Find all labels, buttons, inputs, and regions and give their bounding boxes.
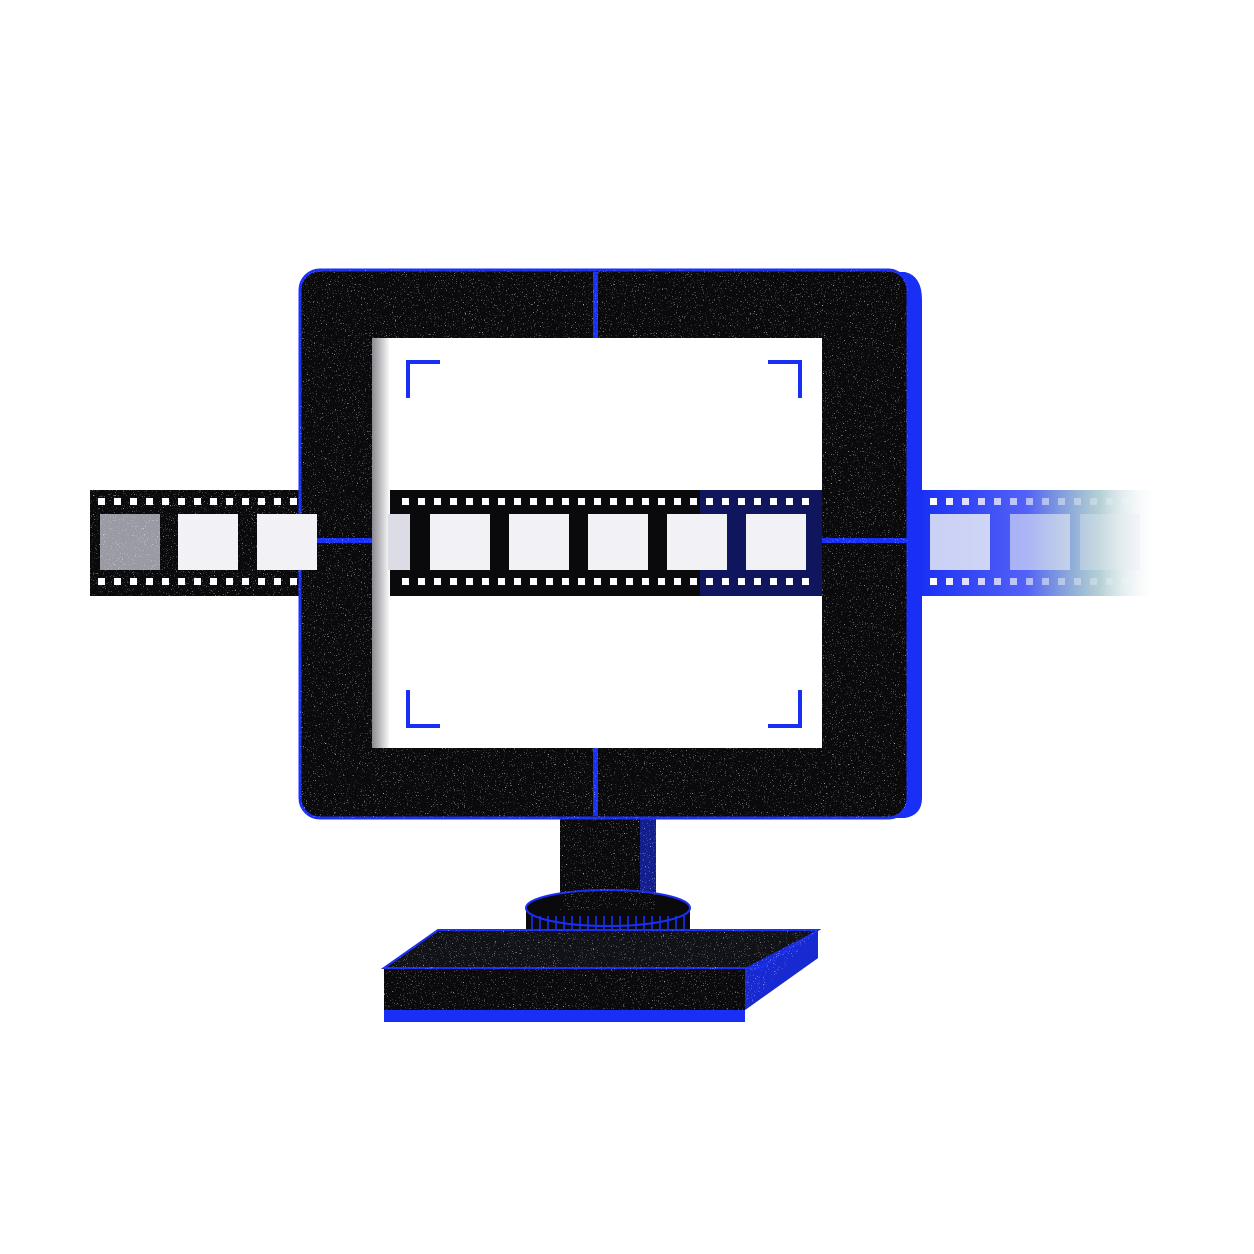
film-sprocket-hole xyxy=(1026,578,1033,585)
film-sprocket-hole xyxy=(978,578,985,585)
film-sprocket-hole xyxy=(754,578,761,585)
film-sprocket-hole xyxy=(978,498,985,505)
film-sprocket-hole xyxy=(1042,498,1049,505)
film-sprocket-hole xyxy=(1010,498,1017,505)
film-sprocket-hole xyxy=(690,498,697,505)
film-sprocket-hole xyxy=(402,498,409,505)
film-sprocket-hole xyxy=(562,498,569,505)
film-sprocket-hole xyxy=(946,498,953,505)
film-sprocket-hole xyxy=(482,498,489,505)
viewfinder-corner-bottom-left xyxy=(406,690,440,728)
film-frame xyxy=(588,514,648,570)
film-sprocket-hole xyxy=(994,498,1001,505)
film-sprocket-hole xyxy=(802,498,809,505)
film-sprocket-hole xyxy=(1122,578,1129,585)
film-sprocket-hole xyxy=(562,578,569,585)
film-frame xyxy=(1010,514,1070,570)
film-sprocket-hole xyxy=(1074,578,1081,585)
film-sprocket-hole xyxy=(466,498,473,505)
film-sprocket-hole xyxy=(674,578,681,585)
film-sprocket-hole xyxy=(498,498,505,505)
film-sprocket-hole xyxy=(722,578,729,585)
film-sprocket-hole xyxy=(418,578,425,585)
film-sprocket-hole xyxy=(642,578,649,585)
film-sprocket-hole xyxy=(642,498,649,505)
viewfinder-corner-top-right xyxy=(768,360,802,398)
film-sprocket-hole xyxy=(402,578,409,585)
film-frame xyxy=(930,514,990,570)
speckle-texture xyxy=(90,270,908,1010)
film-sprocket-hole xyxy=(786,498,793,505)
film-sprocket-hole xyxy=(626,578,633,585)
film-frame xyxy=(1080,514,1140,570)
film-sprocket-hole xyxy=(434,578,441,585)
film-sprocket-hole xyxy=(546,578,553,585)
film-sprocket-hole xyxy=(1090,498,1097,505)
film-sprocket-hole xyxy=(994,578,1001,585)
film-sprocket-hole xyxy=(1106,498,1113,505)
film-sprocket-hole xyxy=(658,578,665,585)
film-sprocket-hole xyxy=(450,578,457,585)
film-sprocket-hole xyxy=(706,498,713,505)
film-sprocket-hole xyxy=(1122,498,1129,505)
film-sprocket-hole xyxy=(530,498,537,505)
film-frame xyxy=(388,514,410,570)
film-sprocket-hole xyxy=(1026,498,1033,505)
film-sprocket-hole xyxy=(594,498,601,505)
screen-inner-shade xyxy=(372,338,390,748)
film-frame xyxy=(746,514,806,570)
film-sprocket-hole xyxy=(946,578,953,585)
film-sprocket-hole xyxy=(930,578,937,585)
film-sprocket-hole xyxy=(722,498,729,505)
film-sprocket-hole xyxy=(1042,578,1049,585)
film-sprocket-hole xyxy=(802,578,809,585)
film-sprocket-hole xyxy=(610,498,617,505)
film-sprocket-hole xyxy=(786,578,793,585)
film-sprocket-hole xyxy=(754,498,761,505)
film-frame xyxy=(667,514,727,570)
film-sprocket-hole xyxy=(514,578,521,585)
film-sprocket-hole xyxy=(530,578,537,585)
film-sprocket-hole xyxy=(1058,498,1065,505)
film-sprocket-hole xyxy=(466,578,473,585)
film-sprocket-hole xyxy=(690,578,697,585)
film-sprocket-hole xyxy=(962,498,969,505)
film-sprocket-hole xyxy=(770,578,777,585)
film-sprocket-hole xyxy=(482,578,489,585)
film-sprocket-hole xyxy=(962,578,969,585)
film-sprocket-hole xyxy=(434,498,441,505)
film-sprocket-hole xyxy=(610,578,617,585)
viewfinder-corner-top-left xyxy=(406,360,440,398)
film-sprocket-hole xyxy=(1106,578,1113,585)
film-sprocket-hole xyxy=(1010,578,1017,585)
film-sprocket-hole xyxy=(418,498,425,505)
film-sprocket-hole xyxy=(1138,498,1145,505)
film-frame xyxy=(430,514,490,570)
stand-base-edge xyxy=(384,1010,745,1022)
film-sprocket-hole xyxy=(1090,578,1097,585)
film-frame xyxy=(509,514,569,570)
viewfinder-corner-bottom-right xyxy=(768,690,802,728)
film-sprocket-hole xyxy=(706,578,713,585)
film-sprocket-hole xyxy=(546,498,553,505)
film-sprocket-hole xyxy=(658,498,665,505)
film-sprocket-hole xyxy=(1074,498,1081,505)
film-sprocket-hole xyxy=(594,578,601,585)
film-sprocket-hole xyxy=(578,578,585,585)
film-sprocket-hole xyxy=(1138,578,1145,585)
film-sprocket-hole xyxy=(770,498,777,505)
film-sprocket-hole xyxy=(930,498,937,505)
film-sprocket-hole xyxy=(1058,578,1065,585)
film-sprocket-hole xyxy=(738,498,745,505)
film-sprocket-hole xyxy=(738,578,745,585)
film-sprocket-hole xyxy=(514,498,521,505)
viewfinder-icon xyxy=(406,360,802,728)
film-sprocket-hole xyxy=(578,498,585,505)
film-sprocket-hole xyxy=(450,498,457,505)
film-sprocket-hole xyxy=(498,578,505,585)
film-sprocket-hole xyxy=(674,498,681,505)
film-sprocket-hole xyxy=(626,498,633,505)
